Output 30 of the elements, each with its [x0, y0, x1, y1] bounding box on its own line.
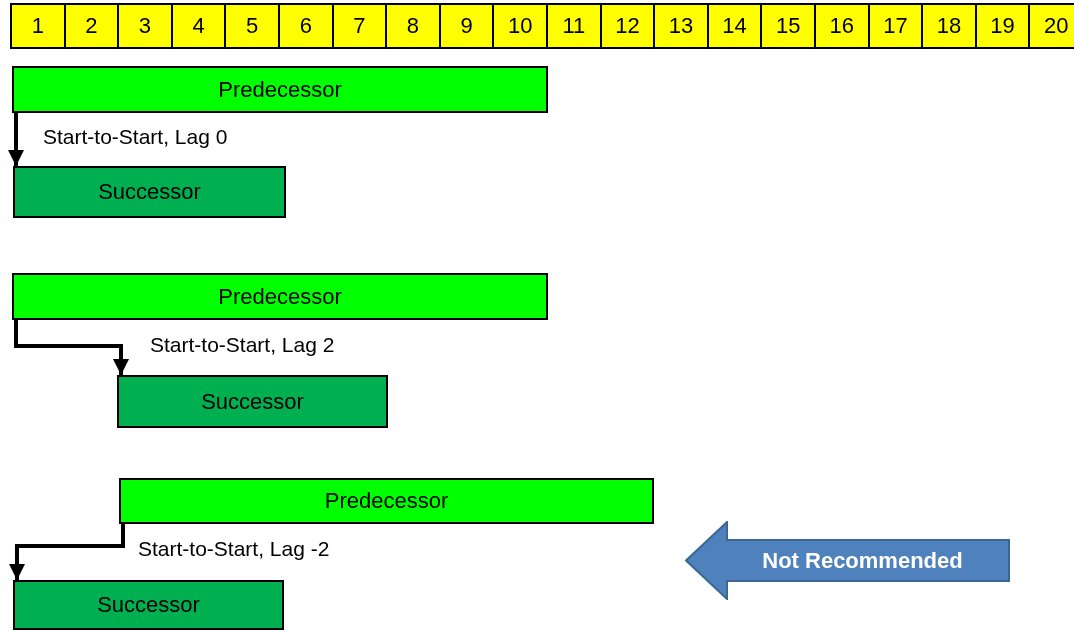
- successor-bar: Successor: [13, 166, 286, 218]
- successor-bar: Successor: [117, 375, 388, 428]
- timeline-cell: 1: [10, 3, 66, 49]
- timeline-cell: 3: [117, 3, 173, 49]
- connector-arrow: [9, 524, 125, 580]
- timeline-cell: 19: [974, 3, 1031, 49]
- timeline-cell: 7: [331, 3, 388, 49]
- timeline-cell: 13: [653, 3, 709, 49]
- timeline-cell: 11: [546, 3, 602, 49]
- timeline-cell: 10: [492, 3, 548, 49]
- timeline-cell: 12: [599, 3, 656, 49]
- connector-arrow: [14, 320, 129, 375]
- timeline-cell: 6: [278, 3, 334, 49]
- predecessor-bar: Predecessor: [12, 273, 548, 320]
- timeline-cell: 17: [867, 3, 924, 49]
- timeline-cell: 14: [706, 3, 763, 49]
- timeline-cell: 2: [63, 3, 120, 49]
- timeline-cell: 8: [385, 3, 441, 49]
- successor-bar: Successor: [13, 580, 284, 630]
- timeline-cell: 18: [921, 3, 977, 49]
- timeline-cell: 4: [170, 3, 227, 49]
- connector-arrow: [8, 113, 24, 166]
- timeline-cell: 20: [1028, 3, 1074, 49]
- predecessor-bar: Predecessor: [12, 66, 548, 113]
- predecessor-bar: Predecessor: [119, 478, 654, 524]
- timeline-cell: 5: [224, 3, 280, 49]
- timeline-cell: 16: [814, 3, 870, 49]
- timeline-cell: 15: [760, 3, 816, 49]
- timeline-cell: 9: [438, 3, 495, 49]
- block-arrow: Not Recommended: [685, 521, 1010, 600]
